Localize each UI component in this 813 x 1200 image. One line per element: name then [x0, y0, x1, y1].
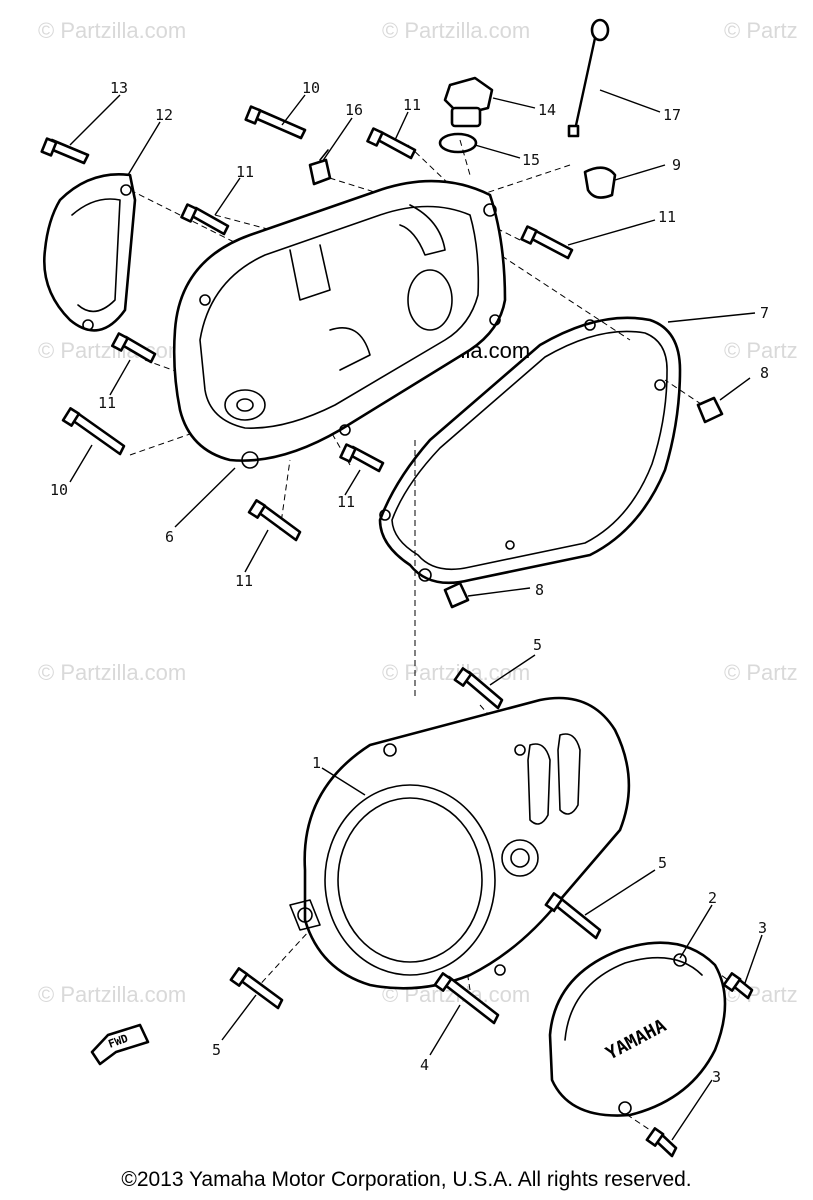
callout-12: 12	[155, 106, 173, 124]
callout-6: 6	[165, 528, 174, 546]
watermark: © Partz	[724, 18, 798, 43]
callout-2: 2	[708, 889, 717, 907]
part-1-crankcase-cover	[289, 696, 631, 990]
callout-8: 8	[535, 581, 544, 599]
small-parts-upper	[308, 18, 724, 609]
callout-15: 15	[522, 151, 540, 169]
callout-5: 5	[658, 854, 667, 872]
callout-1: 1	[312, 754, 321, 772]
watermark: © Partz	[724, 338, 798, 363]
copyright-notice: ©2013 Yamaha Motor Corporation, U.S.A. A…	[121, 1168, 692, 1191]
callout-8: 8	[760, 364, 769, 382]
callout-3: 3	[758, 919, 767, 937]
watermark: © Partzilla.com	[38, 18, 186, 43]
fwd-arrow-icon: FWD	[90, 1023, 150, 1066]
callout-10: 10	[50, 481, 68, 499]
bolts-upper	[40, 105, 574, 542]
callout-11: 11	[337, 493, 355, 511]
leader-lines	[69, 89, 763, 1141]
part-2-round-cover: YAMAHA	[548, 941, 727, 1117]
part-12-cover-plate	[43, 173, 137, 332]
callout-11: 11	[403, 96, 421, 114]
watermark: © Partzilla.com	[38, 982, 186, 1007]
callout-4: 4	[420, 1056, 429, 1074]
bolts-lower	[229, 667, 754, 1158]
callout-11: 11	[236, 163, 254, 181]
callout-14: 14	[538, 101, 556, 119]
callout-11: 11	[658, 208, 676, 226]
watermark: © Partzilla.com	[38, 660, 186, 685]
callout-3: 3	[712, 1068, 721, 1086]
watermark: © Partz	[724, 660, 798, 685]
callout-5: 5	[533, 636, 542, 654]
callout-10: 10	[302, 79, 320, 97]
part-7-gasket	[378, 316, 682, 585]
callout-11: 11	[98, 394, 116, 412]
callout-13: 13	[110, 79, 128, 97]
callout-numbers: 13 12 10 16 11 14 15 17 9 11 11 7 8 11 1…	[50, 79, 769, 1086]
callout-7: 7	[760, 304, 769, 322]
callout-16: 16	[345, 101, 363, 119]
callout-17: 17	[663, 106, 681, 124]
watermark: © Partzilla.com	[382, 18, 530, 43]
callout-5: 5	[212, 1041, 221, 1059]
watermark: © Partzilla.com	[38, 338, 186, 363]
callout-9: 9	[672, 156, 681, 174]
callout-11: 11	[235, 572, 253, 590]
part-6-crankcase-cover	[172, 179, 507, 469]
